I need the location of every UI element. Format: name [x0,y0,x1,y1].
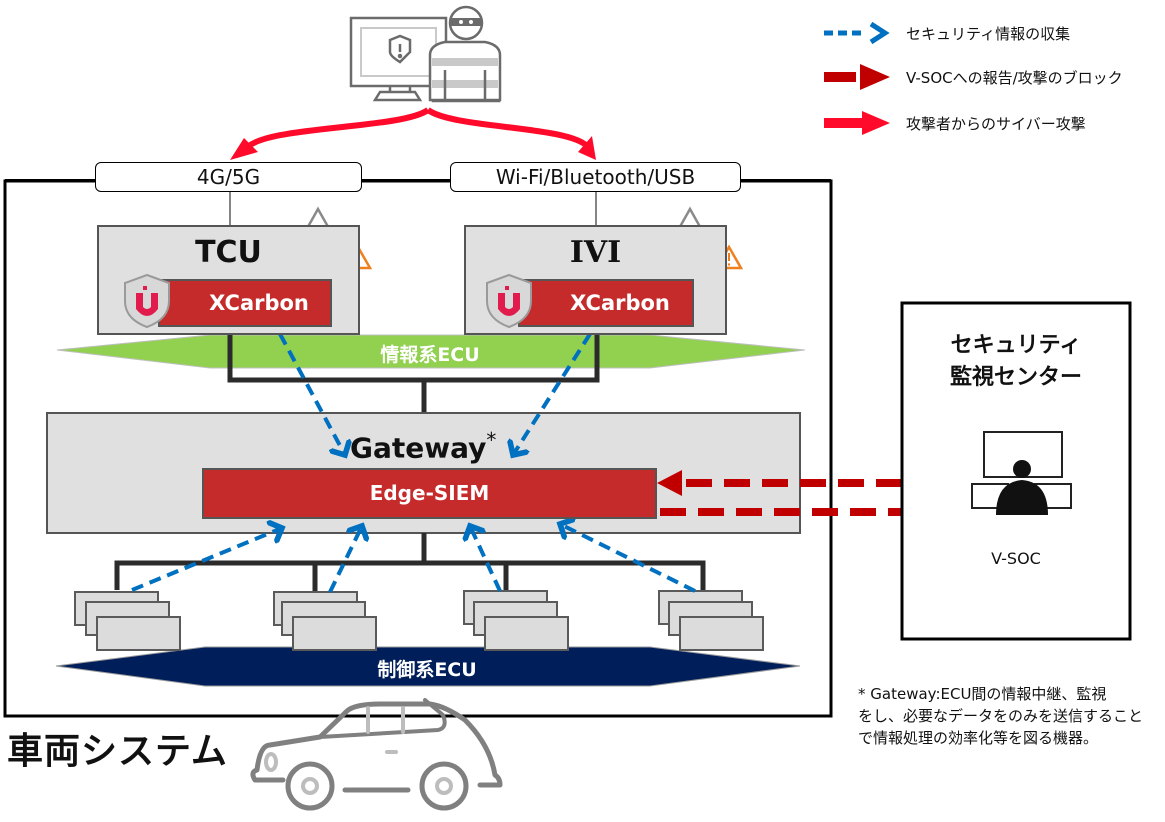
legend-icons [824,21,890,135]
xcarbon-shield-icon-tcu [124,273,170,329]
collection-arrow-ecu3 [470,526,502,592]
info-ecu-label: 情報系ECU [380,344,480,366]
gateway-footnote: * Gateway:ECU間の情報中継、監視 をし、必要なデータをのみを送信する… [858,683,1143,749]
control-ecu-stack-4 [658,590,764,651]
soc-title: セキュリティ 監視センター [902,330,1130,394]
collection-arrow-ecu2 [328,526,362,593]
legend-label-attack: 攻撃者からのサイバー攻撃 [906,115,1086,133]
attack-arrow-head-right [578,136,596,160]
footnote-line3: で情報処理の効率化等を図る機器。 [858,729,1099,747]
ivi-title: IVI [569,235,622,270]
control-ecu-label: 制御系ECU [377,659,477,681]
gateway-asterisk: * [486,428,497,452]
footnote-line2: をし、必要なデータをのみを送信すること [858,707,1144,725]
attack-arrows [230,107,596,160]
legend-blue-dashed-arrow-icon [824,21,890,45]
legend-label-report-block: V-SOCへの報告/攻撃のブロック [906,69,1123,87]
interface-wifi-bt-usb: Wi-Fi/Bluetooth/USB [450,162,741,192]
collection-arrow-ivi [513,332,592,455]
soc-title-line1: セキュリティ [950,333,1082,358]
xcarbon-tcu: XCarbon [158,279,332,327]
operator-monitors-icon [971,431,1072,515]
info-bus-line [227,334,600,383]
gateway-title: Gateway* [350,428,496,464]
control-ecu-stack-3 [463,590,569,651]
footnote-line1: * Gateway:ECU間の情報中継、監視 [858,685,1107,703]
tcu-title: TCU [195,235,262,270]
vehicle-system-title: 車両システム [7,731,228,772]
control-ecu-stack-2 [273,591,377,651]
attack-arrow-head-left [230,138,258,160]
edge-siem-module: Edge-SIEM [202,468,657,519]
car-icon [250,698,503,811]
xcarbon-ivi: XCarbon [518,279,694,327]
collection-arrows [131,332,696,593]
legend-red-solid-arrow-icon [824,111,890,135]
legend-label-collection: セキュリティ情報の収集 [906,25,1071,43]
interface-4g5g: 4G/5G [95,162,362,192]
collection-arrow-tcu [278,333,345,455]
shield-alert-icon [388,34,412,64]
info-ecu-band [56,334,806,369]
hacker-at-computer-icon [349,5,502,103]
gateway-title-text: Gateway [350,431,487,465]
soc-title-line2: 監視センター [949,365,1082,390]
collection-arrow-ecu1 [131,528,282,592]
mask-icon [451,18,481,26]
control-bus-line [114,560,706,590]
vsoc-label: V-SOC [991,549,1041,568]
control-ecu-band [55,646,801,687]
block-arrow-head [657,470,682,496]
xcarbon-shield-icon-ivi [486,273,532,329]
legend-darkred-dashed-arrow-icon [824,64,890,90]
collection-arrow-ecu4 [560,524,696,593]
control-ecu-stack-1 [74,591,181,651]
